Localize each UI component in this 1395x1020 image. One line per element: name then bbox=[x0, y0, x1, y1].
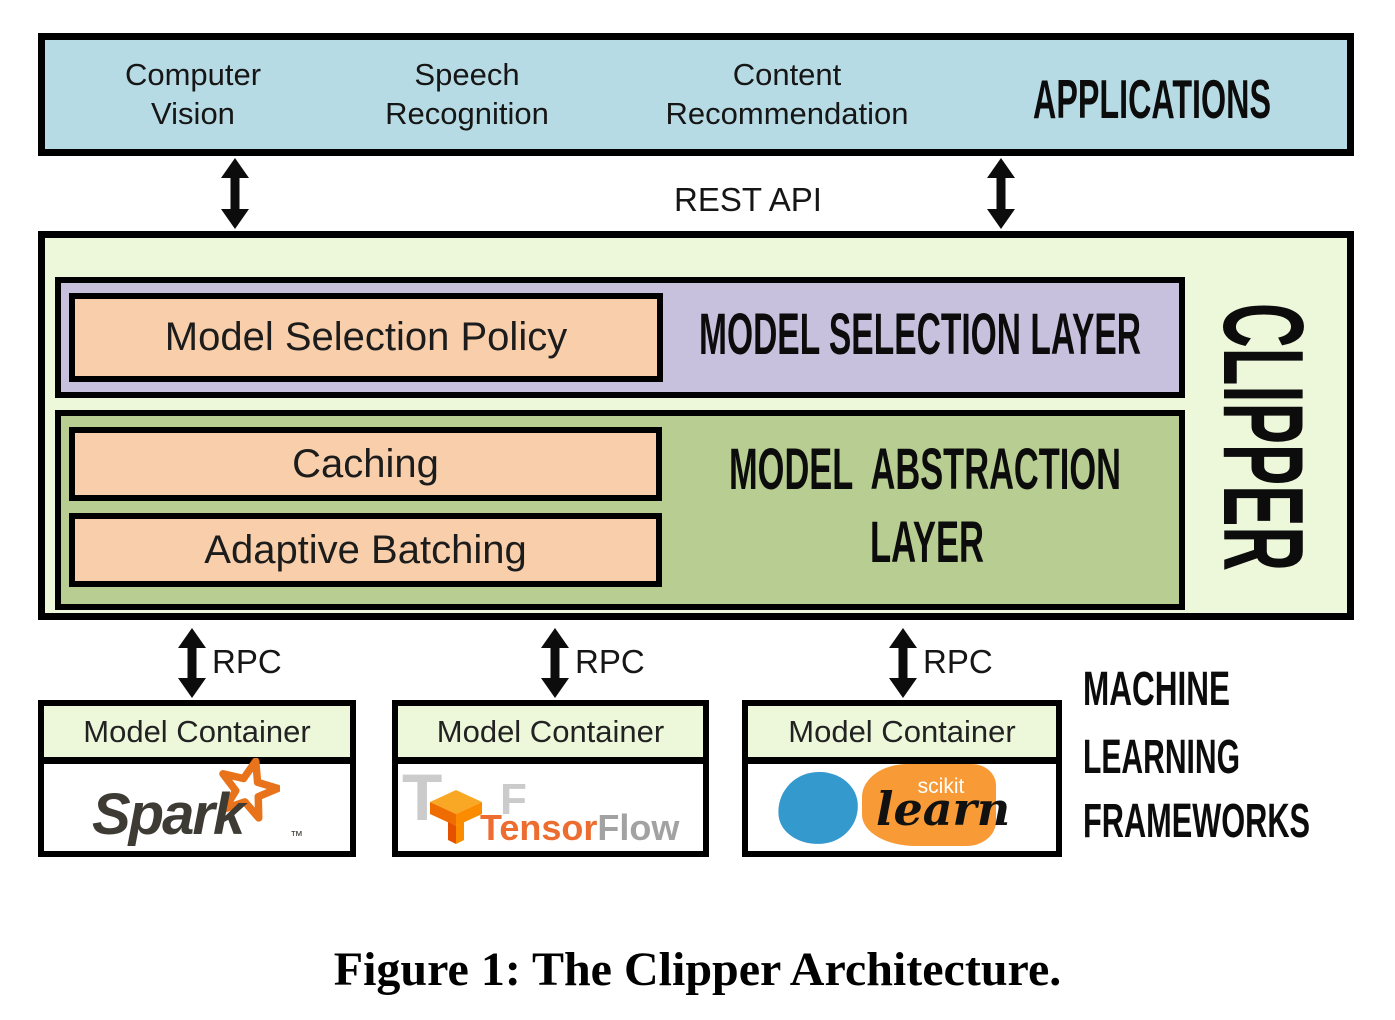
sklearn-wordmark-scikit: scikit bbox=[917, 775, 965, 798]
tensorflow-wordmark-flow: Flow bbox=[597, 807, 680, 848]
model-selection-policy-label: Model Selection Policy bbox=[164, 315, 568, 359]
model-container-spark: Model Container Spark ™ bbox=[38, 700, 356, 857]
app-computer-vision-line1: Computer bbox=[124, 57, 262, 92]
tensorflow-wordmark-tensor: Tensor bbox=[480, 807, 598, 848]
model-selection-layer-title: MODEL SELECTION LAYER bbox=[699, 303, 1141, 363]
spark-trademark: ™ bbox=[290, 828, 303, 843]
applications-box: Computer Vision Speech Recognition Conte… bbox=[38, 33, 1354, 156]
model-container-sklearn-header-label: Model Container bbox=[788, 713, 1016, 749]
ml-frameworks-line1: MACHINE bbox=[1083, 663, 1230, 716]
rpc-label-3: RPC bbox=[923, 643, 993, 680]
applications-title: APPLICATIONS bbox=[1033, 69, 1271, 127]
sklearn-blue-blob bbox=[774, 768, 862, 848]
rest-arrow-right-icon bbox=[987, 158, 1015, 229]
clipper-title: CLIPPER bbox=[1200, 303, 1326, 571]
caching-box: Caching bbox=[69, 427, 662, 501]
model-container-tensorflow-header: Model Container bbox=[398, 706, 703, 764]
model-container-tensorflow-header-label: Model Container bbox=[436, 713, 665, 749]
ml-frameworks-line3: FRAMEWORKS bbox=[1083, 795, 1310, 848]
spark-wordmark: Spark bbox=[92, 782, 245, 847]
model-abstraction-layer-title-graphic: MODEL ABSTRACTION LAYER bbox=[729, 437, 1121, 570]
app-computer-vision-line2: Vision bbox=[151, 96, 235, 131]
adaptive-batching-label: Adaptive Batching bbox=[204, 527, 527, 572]
ml-frameworks-label-graphic: MACHINE LEARNING FRAMEWORKS bbox=[1083, 663, 1310, 848]
tensorflow-mark-icon bbox=[430, 790, 482, 844]
ml-frameworks-line2: LEARNING bbox=[1083, 731, 1240, 784]
model-container-spark-header: Model Container bbox=[44, 706, 350, 764]
app-content-recommendation-line2: Recommendation bbox=[665, 96, 909, 131]
spark-logo: Spark ™ bbox=[44, 758, 350, 851]
sklearn-logo: scikit learn bbox=[748, 764, 1056, 851]
app-speech-recognition-line2: Recognition bbox=[385, 96, 549, 131]
tensorflow-ghost-t: T bbox=[402, 760, 443, 834]
rpc-label-2: RPC bbox=[575, 643, 645, 680]
sklearn-orange-blob bbox=[862, 764, 996, 846]
rest-api-label: REST API bbox=[674, 181, 822, 218]
app-content-recommendation-line1: Content bbox=[732, 57, 842, 92]
adaptive-batching-box: Adaptive Batching bbox=[69, 513, 662, 587]
tensorflow-ghost-f: F bbox=[500, 775, 527, 824]
app-speech-recognition-line1: Speech bbox=[414, 57, 520, 92]
rpc-arrow-1-icon bbox=[178, 628, 206, 698]
applications-title-graphic: APPLICATIONS bbox=[1033, 69, 1271, 127]
caching-label: Caching bbox=[292, 441, 439, 486]
model-abstraction-layer-title-line2: LAYER bbox=[870, 510, 984, 570]
rpc-label-1: RPC bbox=[212, 643, 282, 680]
clipper-title-graphic: CLIPPER bbox=[1200, 303, 1326, 571]
app-speech-recognition: Speech Recognition bbox=[385, 55, 549, 133]
tensorflow-logo: T F TensorFlow bbox=[398, 764, 703, 851]
tensorflow-wordmark: TensorFlow bbox=[480, 810, 679, 846]
model-container-spark-header-label: Model Container bbox=[83, 713, 311, 749]
model-abstraction-layer-title-line1: MODEL ABSTRACTION bbox=[729, 437, 1121, 502]
model-container-tensorflow: Model Container T F TensorFlow bbox=[392, 700, 709, 857]
app-content-recommendation: Content Recommendation bbox=[666, 55, 909, 133]
model-container-sklearn: Model Container scikit learn bbox=[742, 700, 1062, 857]
model-selection-policy-box: Model Selection Policy bbox=[69, 293, 663, 382]
figure-caption: Figure 1: The Clipper Architecture. bbox=[333, 943, 1062, 996]
rpc-arrow-3-icon bbox=[889, 628, 917, 698]
sklearn-wordmark-learn: learn bbox=[876, 782, 1011, 836]
model-selection-layer-title-graphic: MODEL SELECTION LAYER bbox=[699, 303, 1141, 363]
rpc-arrow-2-icon bbox=[541, 628, 569, 698]
rest-arrow-left-icon bbox=[221, 158, 249, 229]
model-container-sklearn-header: Model Container bbox=[748, 706, 1056, 764]
spark-star-icon bbox=[219, 758, 280, 822]
app-computer-vision: Computer Vision bbox=[125, 55, 261, 133]
